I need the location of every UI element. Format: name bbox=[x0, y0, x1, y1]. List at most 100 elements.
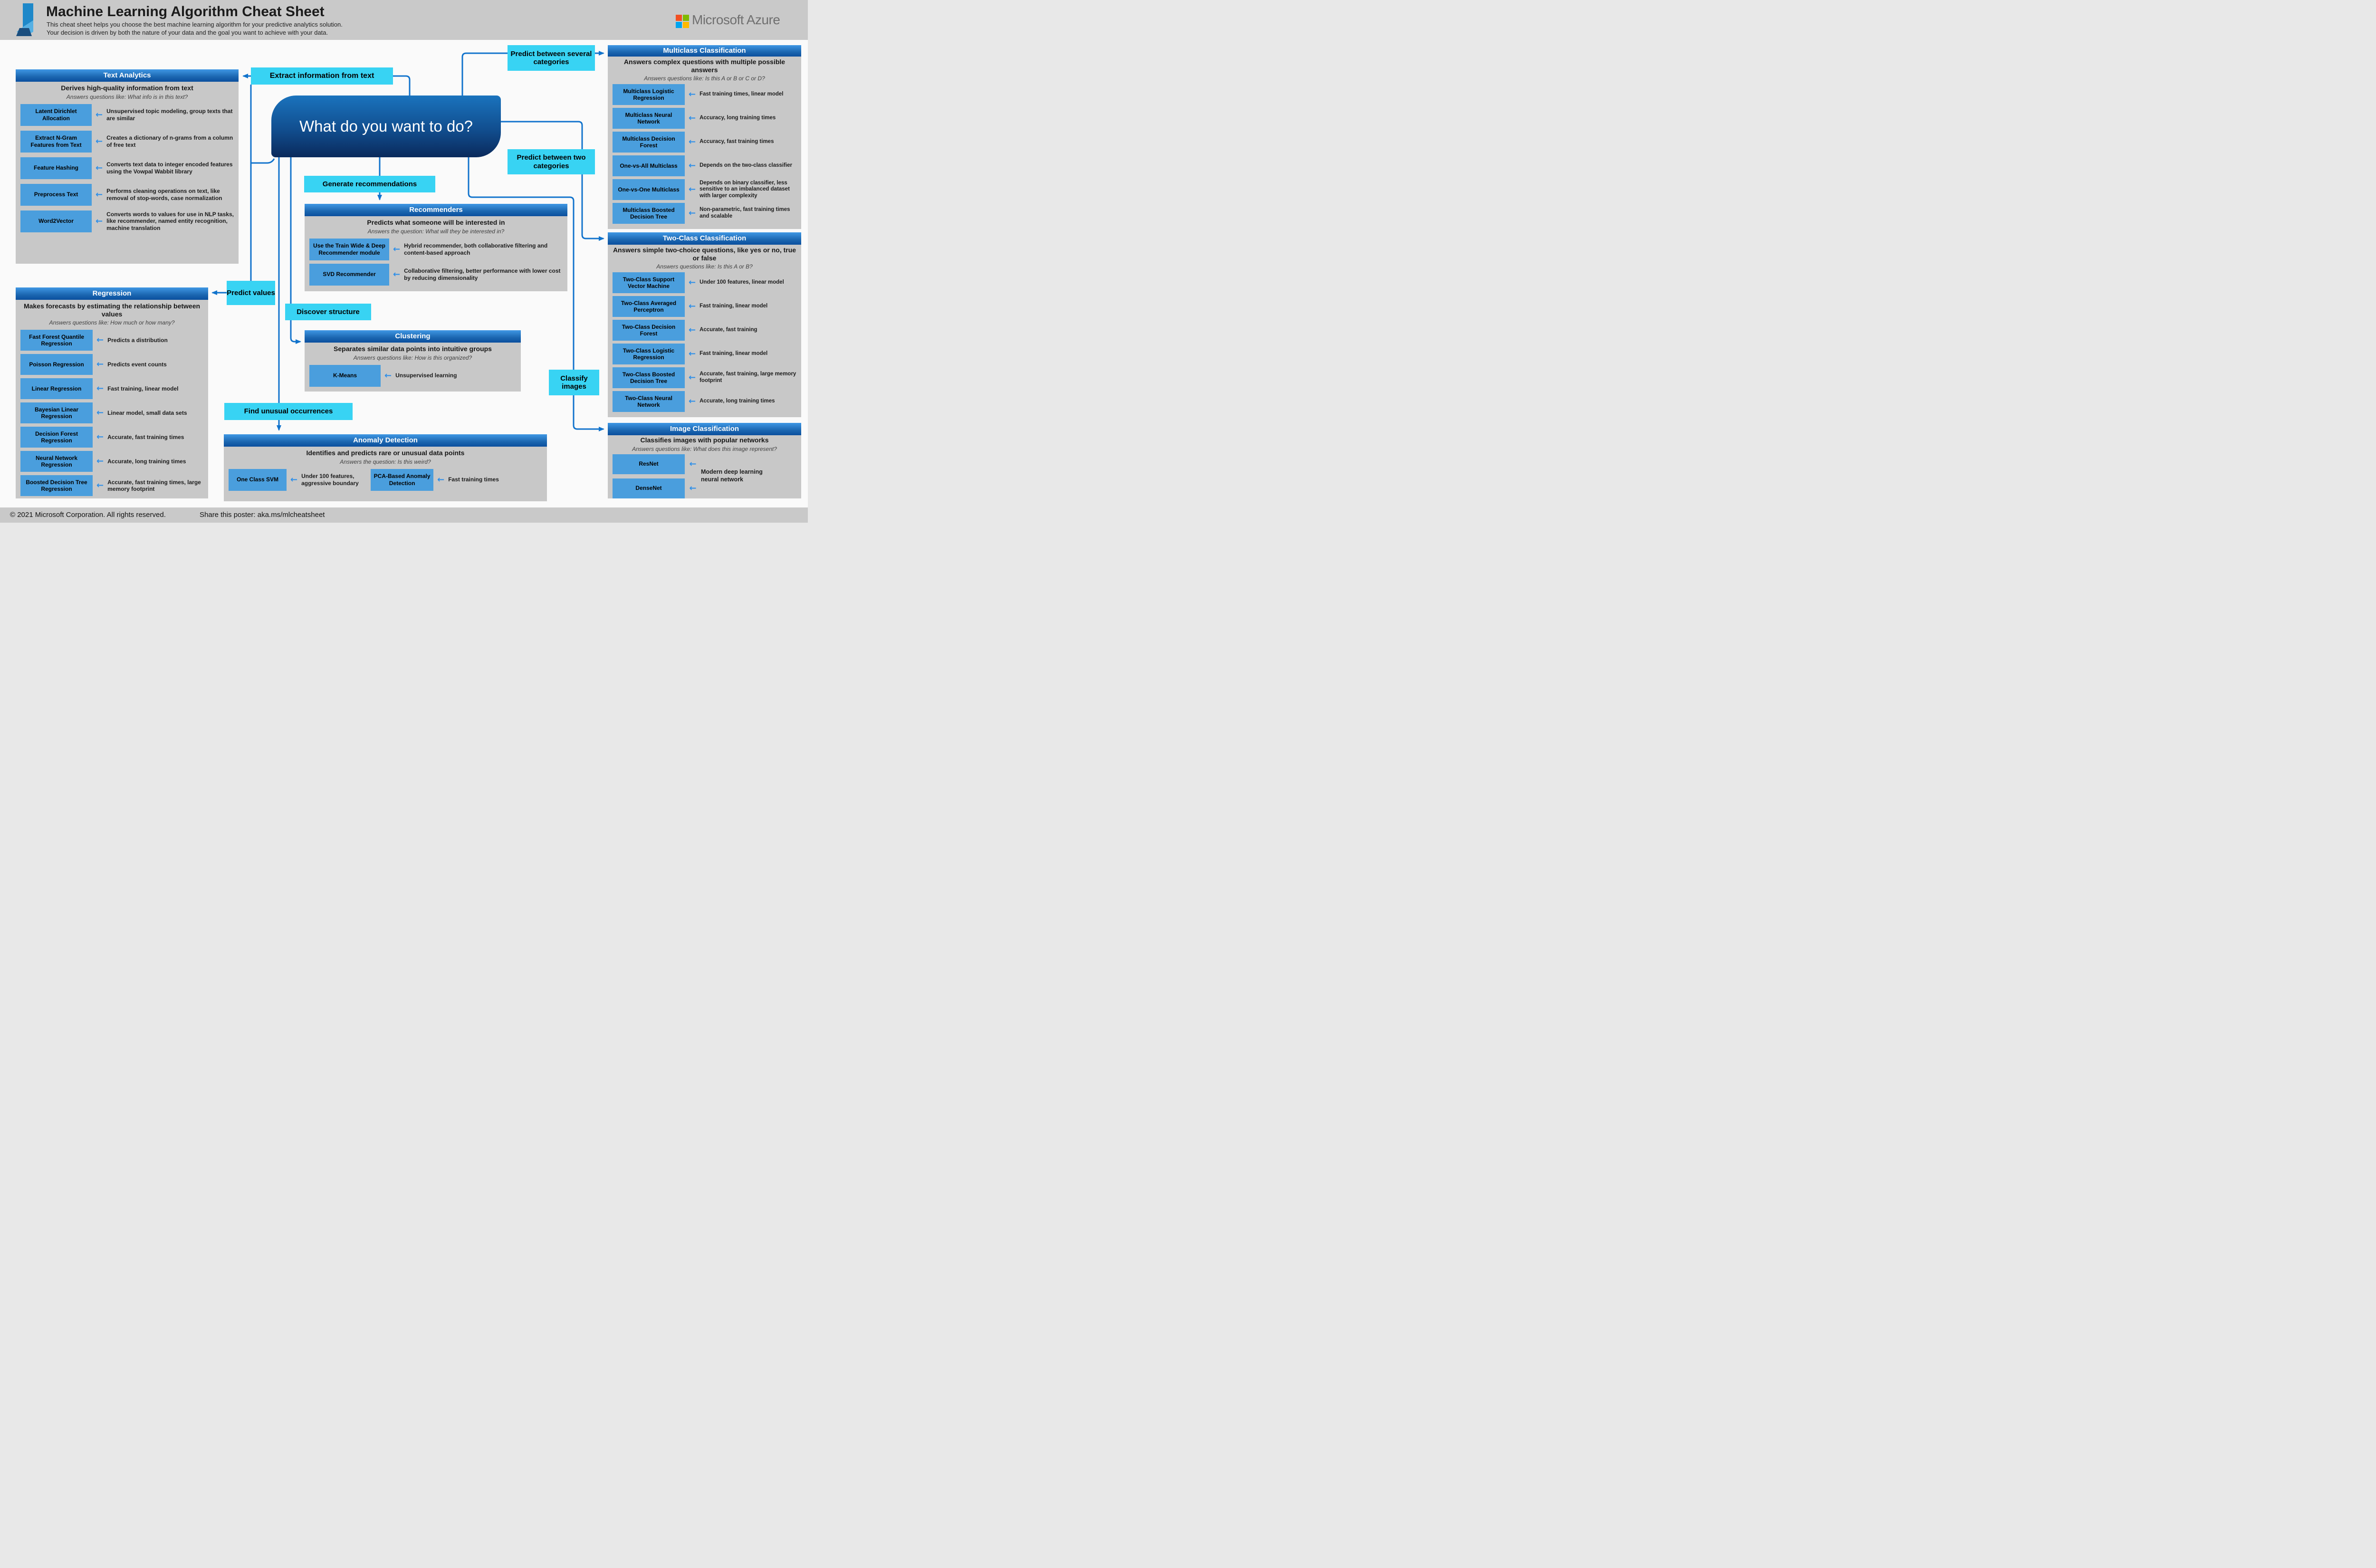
left-arrow-icon: ← bbox=[393, 244, 401, 254]
algo-row: Two-Class Boosted Decision Tree ← Accura… bbox=[613, 367, 796, 389]
panel-clustering: Clustering Separates similar data points… bbox=[305, 330, 521, 392]
panel-subtitle: Classifies images with popular networks bbox=[640, 436, 769, 444]
left-arrow-icon: ← bbox=[96, 383, 104, 394]
algo-box-word2vector: Word2Vector bbox=[20, 210, 92, 232]
algo-box-resnet: ResNet bbox=[613, 454, 685, 474]
algo-desc: Fast training times bbox=[448, 476, 499, 483]
algo-desc-shared: Modern deep learning neural network bbox=[701, 468, 763, 483]
algo-row: Bayesian Linear Regression ← Linear mode… bbox=[20, 402, 203, 424]
left-arrow-icon: ← bbox=[96, 480, 104, 491]
panel-two-class-classification: Two-Class Classification Answers simple … bbox=[608, 232, 801, 417]
algo-row: Latent Dirichlet Allocation ← Unsupervis… bbox=[20, 104, 234, 126]
microsoft-logo-icon bbox=[676, 15, 689, 28]
panel-subtitle: Answers simple two-choice questions, lik… bbox=[613, 246, 796, 262]
algo-box-neural-network-regression: Neural Network Regression bbox=[20, 451, 93, 472]
algo-row: Extract N-Gram Features from Text ← Crea… bbox=[20, 130, 234, 153]
algo-row: Poisson Regression ← Predicts event coun… bbox=[20, 354, 203, 375]
algo-box-one-class-svm: One Class SVM bbox=[229, 468, 287, 491]
decision-label-discover-structure: Discover structure bbox=[285, 304, 371, 320]
algo-desc: Unsupervised learning bbox=[395, 372, 457, 379]
algo-row: Multiclass Neural Network ← Accuracy, lo… bbox=[613, 108, 796, 129]
page-subtitle-line2: Your decision is driven by both the natu… bbox=[47, 29, 328, 36]
panel-question: Answers questions like: What does this i… bbox=[632, 445, 777, 452]
algo-box-multiclass-logistic-regression: Multiclass Logistic Regression bbox=[613, 84, 685, 105]
header-band bbox=[0, 0, 808, 40]
algo-box-two-class-logistic-regression: Two-Class Logistic Regression bbox=[613, 344, 685, 365]
panel-subtitle: Makes forecasts by estimating the relati… bbox=[23, 302, 201, 318]
algo-desc: Performs cleaning operations on text, li… bbox=[106, 188, 222, 201]
left-arrow-icon: ← bbox=[96, 432, 104, 442]
panel-title: Anomaly Detection bbox=[224, 434, 547, 447]
panel-subtitle: Predicts what someone will be interested… bbox=[367, 219, 505, 226]
algo-row: One-vs-One Multiclass ← Depends on binar… bbox=[613, 179, 796, 201]
left-arrow-icon: ← bbox=[689, 89, 696, 100]
decision-label-predict-values: Predict values bbox=[227, 281, 275, 305]
left-arrow-icon: ← bbox=[393, 269, 401, 279]
central-question-node: What do you want to do? bbox=[271, 96, 501, 157]
algo-box-one-vs-all-multiclass: One-vs-All Multiclass bbox=[613, 155, 685, 177]
left-arrow-icon: ← bbox=[96, 109, 103, 120]
algo-row: Boosted Decision Tree Regression ← Accur… bbox=[20, 475, 203, 497]
algo-box-multiclass-neural-network: Multiclass Neural Network bbox=[613, 108, 685, 129]
algo-row: Word2Vector ← Converts words to values f… bbox=[20, 210, 234, 232]
algo-desc: Converts text data to integer encoded fe… bbox=[106, 161, 233, 175]
left-arrow-icon: ← bbox=[290, 474, 298, 485]
left-arrow-icon: ← bbox=[384, 370, 392, 381]
left-arrow-icon: ← bbox=[689, 184, 696, 195]
algo-desc: Under 100 features, aggressive boundary bbox=[301, 473, 359, 487]
algo-row: Two-Class Neural Network ← Accurate, lon… bbox=[613, 391, 796, 412]
left-arrow-icon: ← bbox=[96, 456, 104, 467]
algo-desc: Accurate, long training times bbox=[107, 458, 186, 465]
panel-multiclass-classification: Multiclass Classification Answers comple… bbox=[608, 45, 801, 229]
algo-row: Two-Class Support Vector Machine ← Under… bbox=[613, 272, 796, 294]
algo-row: Multiclass Boosted Decision Tree ← Non-p… bbox=[613, 203, 796, 224]
algo-desc: Accurate, fast training times bbox=[107, 433, 184, 440]
algo-desc: Linear model, small data sets bbox=[107, 409, 187, 416]
decision-label-generate-recommendations: Generate recommendations bbox=[304, 176, 435, 192]
algo-box-poisson-regression: Poisson Regression bbox=[20, 354, 93, 375]
algo-desc: Under 100 features, linear model bbox=[699, 279, 784, 286]
panel-anomaly-detection: Anomaly Detection Identifies and predict… bbox=[224, 434, 547, 501]
left-arrow-icon: ← bbox=[689, 113, 696, 124]
algo-box-two-class-decision-forest: Two-Class Decision Forest bbox=[613, 320, 685, 341]
panel-question: Answers questions like: What info is in … bbox=[66, 93, 188, 100]
panel-title: Image Classification bbox=[608, 423, 801, 435]
algo-desc: Collaborative filtering, better performa… bbox=[404, 268, 561, 281]
algo-row: Fast Forest Quantile Regression ← Predic… bbox=[20, 330, 203, 351]
decision-label-predict-several-categories: Predict between several categories bbox=[508, 45, 595, 71]
panel-subtitle: Identifies and predicts rare or unusual … bbox=[306, 449, 465, 457]
panel-image-classification: Image Classification Classifies images w… bbox=[608, 423, 801, 498]
algo-row: Multiclass Logistic Regression ← Fast tr… bbox=[613, 84, 796, 105]
decision-label-classify-images: Classify images bbox=[549, 370, 599, 395]
left-arrow-icon: ← bbox=[689, 396, 696, 407]
algo-box-preprocess-text: Preprocess Text bbox=[20, 183, 92, 206]
algo-desc: Accurate, fast training, large memory fo… bbox=[699, 371, 796, 384]
algo-desc: Predicts event counts bbox=[107, 361, 167, 368]
footer-copyright: © 2021 Microsoft Corporation. All rights… bbox=[10, 511, 166, 519]
algo-desc: Accurate, fast training times, large mem… bbox=[107, 478, 201, 493]
algo-box-multiclass-decision-forest: Multiclass Decision Forest bbox=[613, 132, 685, 153]
algo-desc: Accuracy, fast training times bbox=[699, 139, 774, 145]
algo-box-extract-ngram-features: Extract N-Gram Features from Text bbox=[20, 130, 92, 153]
algo-row: Multiclass Decision Forest ← Accuracy, f… bbox=[613, 132, 796, 153]
left-arrow-icon: ← bbox=[96, 163, 103, 173]
algo-desc: Predicts a distribution bbox=[107, 336, 168, 344]
left-arrow-icon: ← bbox=[689, 208, 696, 219]
algo-desc: Fast training, linear model bbox=[699, 303, 768, 309]
left-arrow-icon: ← bbox=[689, 459, 697, 469]
connector-lines bbox=[211, 51, 604, 431]
algo-box-train-wide-deep-recommender: Use the Train Wide & Deep Recommender mo… bbox=[309, 238, 389, 260]
left-arrow-icon: ← bbox=[96, 408, 104, 418]
algo-desc: Accurate, fast training bbox=[699, 327, 757, 333]
algo-box-two-class-support-vector-machine: Two-Class Support Vector Machine bbox=[613, 272, 685, 294]
algo-desc: Accurate, long training times bbox=[699, 398, 775, 404]
algo-box-two-class-boosted-decision-tree: Two-Class Boosted Decision Tree bbox=[613, 367, 685, 389]
algo-box-multiclass-boosted-decision-tree: Multiclass Boosted Decision Tree bbox=[613, 203, 685, 224]
algo-box-one-vs-one-multiclass: One-vs-One Multiclass bbox=[613, 179, 685, 201]
left-arrow-icon: ← bbox=[689, 277, 696, 288]
left-arrow-icon: ← bbox=[689, 325, 696, 335]
decision-label-find-unusual-occurrences: Find unusual occurrences bbox=[224, 403, 353, 420]
brand-name: Microsoft Azure bbox=[692, 12, 780, 27]
left-arrow-icon: ← bbox=[689, 349, 696, 359]
algo-row: Neural Network Regression ← Accurate, lo… bbox=[20, 451, 203, 472]
